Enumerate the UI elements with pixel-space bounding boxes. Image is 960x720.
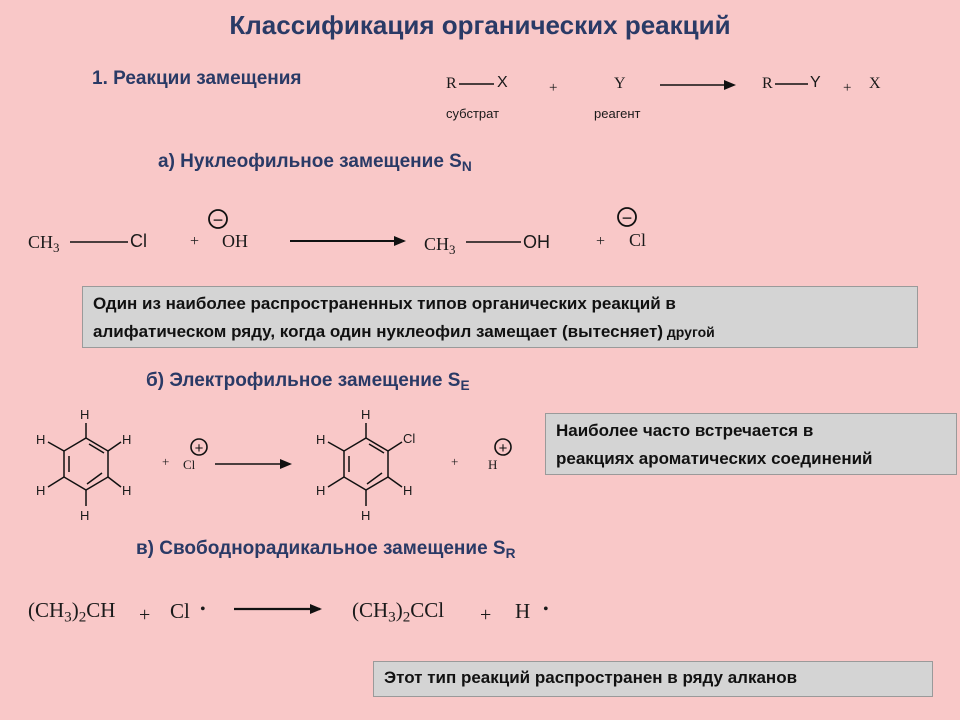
chloride-ion: Cl bbox=[629, 230, 647, 250]
charge-circle-chlorine bbox=[190, 438, 208, 456]
benzene-ring-2 bbox=[343, 437, 389, 491]
benzene-2-bond-ll bbox=[327, 476, 345, 488]
benzene-2-h-top: H bbox=[361, 407, 371, 422]
benzene-2-bond-ul bbox=[327, 441, 345, 452]
section-b-heading: б) Электрофильное замещение SE bbox=[146, 370, 470, 393]
benzene-1-double-2 bbox=[86, 472, 103, 485]
benzene-ring-1 bbox=[63, 437, 109, 491]
benzene-2-cl: Cl bbox=[403, 431, 416, 446]
chlorine-plus-sign: + bbox=[195, 440, 204, 457]
methyl-2-ch: CH bbox=[424, 234, 450, 254]
chlorine-radical: Cl bbox=[170, 599, 190, 623]
isobutane: (CH3)2CH bbox=[28, 598, 115, 627]
hydroxide-minus: − bbox=[213, 210, 224, 230]
plus-b-2: + bbox=[451, 454, 459, 469]
benzene-1-h-lower-left: H bbox=[36, 483, 46, 498]
reagent-label: реагент bbox=[594, 106, 641, 121]
hydroxide: OH bbox=[222, 231, 248, 251]
section-c-heading-text: в) Свободнорадикальное замещение S bbox=[136, 538, 506, 559]
scheme-y-2: Y bbox=[810, 74, 821, 91]
section-a-heading-text: а) Нуклеофильное замещение S bbox=[158, 151, 462, 172]
plus-b-1: + bbox=[162, 454, 170, 469]
note-nucleophilic-tail: другой bbox=[663, 324, 715, 340]
methyl-1: CH3 bbox=[28, 232, 60, 256]
charge-circle-proton bbox=[494, 438, 512, 456]
note-electrophilic-line-2: реакциях ароматических соединений bbox=[556, 449, 873, 468]
radical-dot-1: • bbox=[200, 601, 206, 618]
methyl-2-sub: 3 bbox=[449, 241, 456, 257]
benzene-1-bond-ur bbox=[107, 441, 122, 452]
section-b-heading-text: б) Электрофильное замещение S bbox=[146, 370, 461, 391]
section-1-heading: 1. Реакции замещения bbox=[92, 68, 302, 89]
benzene-2-double-1 bbox=[368, 443, 385, 454]
benzene-2-h-upper-left: H bbox=[316, 432, 326, 447]
section-b-heading-sub: E bbox=[460, 378, 470, 394]
charge-circle-hydroxide bbox=[208, 209, 228, 229]
chlorine-a-1: Cl bbox=[130, 231, 147, 251]
benzene-2-h-bottom: H bbox=[361, 508, 371, 523]
benzene-2-h-lower-right: H bbox=[403, 483, 413, 498]
scheme-x-1: X bbox=[497, 74, 508, 91]
plus-a-1: + bbox=[190, 233, 200, 250]
isobutane-ch: CH bbox=[86, 598, 116, 622]
hydrogen-radical: H bbox=[515, 599, 531, 623]
scheme-y-1: Y bbox=[614, 75, 626, 92]
note-nucleophilic: Один из наиболее распространенных типов … bbox=[82, 286, 918, 348]
substrate-label: субстрат bbox=[446, 106, 500, 121]
chloride-minus: − bbox=[622, 208, 633, 228]
note-nucleophilic-line-2-main: алифатическом ряду, когда один нуклеофил… bbox=[93, 322, 664, 341]
methyl-2: CH3 bbox=[424, 234, 456, 258]
charge-circle-chloride bbox=[617, 207, 637, 227]
benzene-2-bond-cl bbox=[387, 441, 403, 452]
chloro-isobutane-ccl: CCl bbox=[410, 598, 445, 622]
isobutane-sub3: 3 bbox=[64, 609, 72, 626]
benzene-1-h-upper-right: H bbox=[122, 432, 132, 447]
benzene-2-double-2 bbox=[366, 472, 383, 485]
scheme-plus-1: + bbox=[549, 80, 558, 96]
scheme-r-2: R bbox=[762, 75, 773, 92]
methyl-1-ch: CH bbox=[28, 232, 54, 252]
chloro-isobutane-close: ) bbox=[395, 598, 403, 622]
chloro-isobutane-sub2: 2 bbox=[402, 609, 411, 626]
note-nucleophilic-line-2: алифатическом ряду, когда один нуклеофил… bbox=[93, 318, 907, 346]
proton-plus-sign: + bbox=[499, 440, 508, 457]
radical-dot-2: • bbox=[543, 601, 549, 618]
plus-c-2: + bbox=[480, 604, 492, 626]
chloro-isobutane-sub3: 3 bbox=[388, 609, 396, 626]
page-title: Классификация органических реакций bbox=[229, 10, 731, 40]
scheme-plus-2: + bbox=[843, 80, 852, 96]
plus-a-2: + bbox=[596, 233, 606, 250]
section-c-heading: в) Свободнорадикальное замещение SR bbox=[136, 538, 515, 561]
scheme-x-2: X bbox=[869, 75, 881, 92]
benzene-1-bond-ll bbox=[47, 476, 65, 488]
chlorine-cation: Cl bbox=[183, 457, 196, 472]
benzene-2-h-lower-left: H bbox=[316, 483, 326, 498]
methyl-1-sub: 3 bbox=[53, 239, 60, 255]
isobutane-open: (CH bbox=[28, 598, 65, 622]
section-a-heading-sub: N bbox=[461, 159, 472, 175]
plus-c-1: + bbox=[139, 604, 151, 626]
isobutane-close: ) bbox=[71, 598, 79, 622]
note-electrophilic: Наиболее часто встречается в реакциях ар… bbox=[545, 413, 957, 475]
note-radical: Этот тип реакций распространен в ряду ал… bbox=[373, 661, 933, 697]
benzene-1-double-1 bbox=[88, 443, 105, 454]
benzene-1-bond-lr bbox=[107, 476, 122, 488]
hydroxyl-product: OH bbox=[523, 232, 550, 252]
benzene-1-h-top: H bbox=[80, 407, 90, 422]
benzene-1-h-bottom: H bbox=[80, 508, 90, 523]
proton: H bbox=[488, 457, 498, 472]
section-c-heading-sub: R bbox=[505, 546, 516, 562]
note-nucleophilic-line-1: Один из наиболее распространенных типов … bbox=[93, 294, 676, 313]
note-electrophilic-line-1: Наиболее часто встречается в bbox=[556, 421, 814, 440]
benzene-2-bond-lr bbox=[387, 476, 403, 488]
benzene-1-bond-ul bbox=[47, 441, 65, 452]
benzene-1-h-upper-left: H bbox=[36, 432, 46, 447]
scheme-r-1: R bbox=[446, 75, 457, 92]
section-a-heading: а) Нуклеофильное замещение SN bbox=[158, 151, 472, 174]
chloro-isobutane: (CH3)2CCl bbox=[352, 598, 444, 627]
chloro-isobutane-open: (CH bbox=[352, 598, 389, 622]
benzene-1-h-lower-right: H bbox=[122, 483, 132, 498]
isobutane-sub2: 2 bbox=[78, 609, 87, 626]
